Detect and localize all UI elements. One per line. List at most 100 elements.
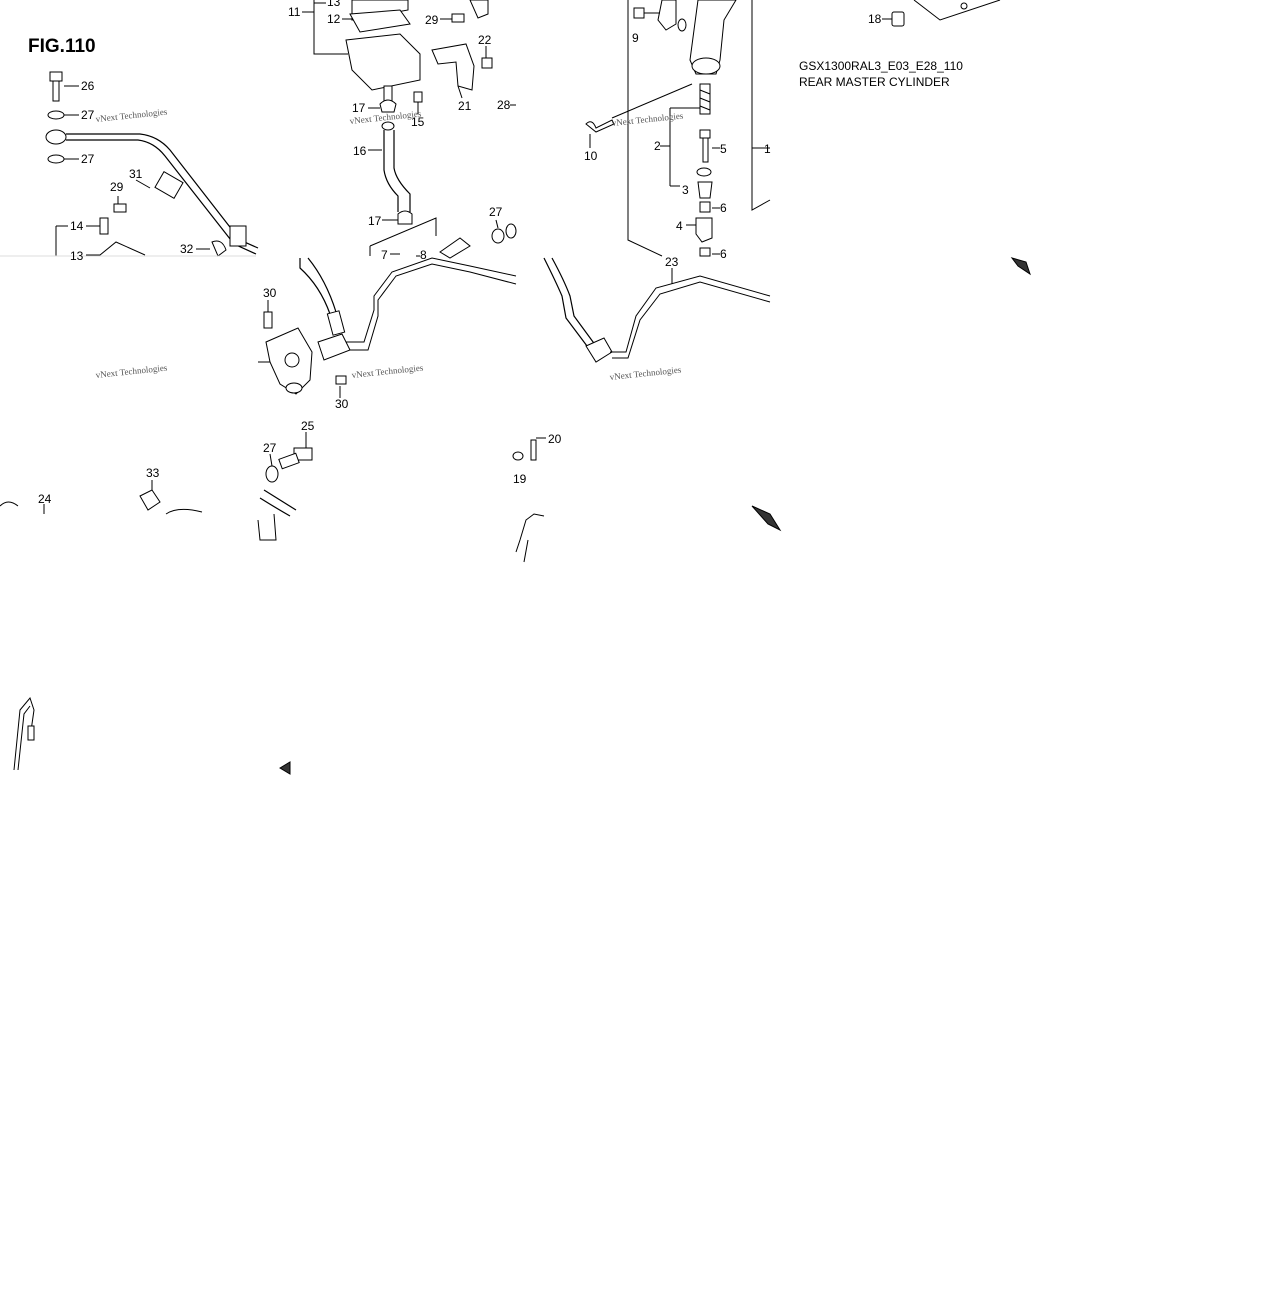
figure-code: GSX1300RAL3_E03_E28_110	[799, 59, 963, 73]
callout-26: 26	[81, 79, 95, 93]
callout-32: 32	[180, 242, 194, 256]
callout-4: 4	[676, 219, 683, 233]
callout-20: 20	[548, 432, 562, 446]
callout-33: 33	[146, 466, 160, 480]
hose-clamp-17-b	[397, 210, 413, 225]
tile-front-hose	[0, 71, 259, 257]
nut-6-a	[699, 201, 711, 213]
callout-1: 1	[764, 142, 771, 156]
callout-19: 19	[513, 472, 527, 486]
tile-rear-line	[543, 257, 771, 363]
bolt-29-b	[451, 13, 465, 23]
callout-13-b: 13	[70, 249, 84, 263]
callout-23: 23	[665, 255, 679, 269]
bolt-22	[481, 57, 493, 69]
banjo-fitting	[45, 129, 67, 145]
banjo-bolt-26	[49, 71, 63, 82]
tile-top-right	[882, 0, 1001, 27]
callout-28: 28	[497, 98, 511, 112]
hose-end-fitting	[326, 310, 346, 336]
callout-27-b: 27	[81, 152, 95, 166]
callout-17-b: 17	[368, 214, 382, 228]
callout-labels: 1 2 3 4 5 6 6 7 8 9 10 11 12 13 13 14 15…	[38, 0, 882, 506]
screw-10	[585, 119, 615, 133]
fitting-8	[439, 237, 471, 259]
bolt-9	[633, 7, 645, 19]
diaphragm-12	[349, 9, 411, 33]
washer-19	[512, 451, 524, 461]
callout-14: 14	[70, 219, 84, 233]
callout-29-a: 29	[425, 13, 439, 27]
figure-title: FIG.110	[28, 36, 96, 57]
callout-13-a: 13	[327, 0, 341, 9]
screw-14	[99, 217, 109, 235]
callout-27-d: 27	[263, 441, 277, 455]
washer-27-b	[47, 154, 65, 164]
callout-27-a: 27	[81, 108, 95, 122]
callout-21: 21	[458, 99, 472, 113]
callout-16: 16	[353, 144, 367, 158]
washer-27-c	[491, 228, 505, 244]
tile-caliper	[258, 257, 517, 398]
nut-6-b	[699, 247, 711, 257]
watermark-3: vNext Technologies	[611, 110, 684, 128]
washer-27-a	[47, 110, 65, 120]
callout-22: 22	[478, 33, 492, 47]
callout-30-a: 30	[263, 286, 277, 300]
callout-12: 12	[327, 12, 341, 26]
grommet	[229, 225, 247, 247]
push-rod-head	[699, 129, 711, 139]
brake-hose-upper	[66, 133, 259, 249]
boot-3	[697, 181, 713, 199]
figure-name: REAR MASTER CYLINDER	[799, 75, 950, 89]
bolt-30-a	[263, 311, 273, 329]
watermark-6: vNext Technologies	[609, 364, 682, 382]
piston-spring	[699, 83, 711, 115]
union-fitting	[317, 333, 351, 361]
clevis-4	[695, 217, 713, 243]
pin-20	[530, 439, 537, 461]
callout-6-a: 6	[720, 201, 727, 215]
washer-27-d	[265, 465, 279, 483]
bracket-21	[431, 43, 475, 91]
callout-6-b: 6	[720, 247, 727, 261]
watermark-5: vNext Technologies	[351, 362, 424, 380]
hose-clamp-17-a	[379, 99, 397, 113]
reservoir-hose-16	[383, 130, 399, 212]
bolt-18	[891, 11, 905, 27]
tile-master-cylinder	[585, 0, 771, 257]
brake-hose-lower	[299, 258, 331, 315]
tile-reservoir	[302, 0, 517, 259]
callout-27-c: 27	[489, 205, 503, 219]
push-rod-5	[702, 137, 709, 163]
callout-7: 7	[381, 248, 388, 262]
callout-2: 2	[654, 139, 661, 153]
callout-8: 8	[420, 248, 427, 262]
callout-31: 31	[129, 167, 143, 181]
watermark-4: vNext Technologies	[95, 362, 168, 380]
callout-17-a: 17	[352, 101, 366, 115]
arrow-mark	[751, 505, 782, 532]
arrow-mark-2	[1010, 257, 1031, 276]
callout-25: 25	[301, 419, 315, 433]
clip-32	[211, 240, 227, 257]
callout-29-b: 29	[110, 180, 124, 194]
rear-hose	[543, 257, 591, 351]
callout-3: 3	[682, 183, 689, 197]
hose-clamp-31	[154, 171, 184, 199]
bolt-30-b	[335, 375, 347, 385]
callout-11: 11	[288, 5, 301, 19]
callout-30-b: 30	[335, 397, 349, 411]
rear-hose-fitting	[585, 337, 613, 363]
bolt-29	[113, 203, 127, 213]
callout-5: 5	[720, 142, 727, 156]
callout-10: 10	[584, 149, 598, 163]
watermark-1: vNext Technologies	[95, 106, 168, 124]
clamp-33	[139, 489, 161, 511]
reservoir-11	[345, 33, 421, 91]
callout-24: 24	[38, 492, 52, 506]
callout-15: 15	[411, 115, 425, 129]
bolt-15	[413, 91, 423, 103]
